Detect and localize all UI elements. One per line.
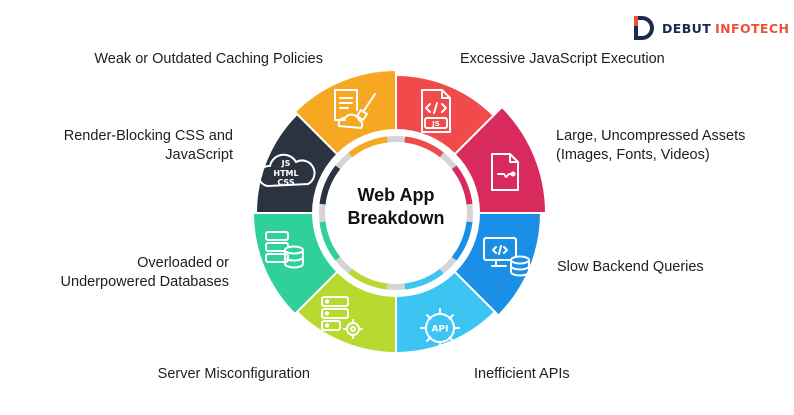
segment-server-config-accent-arc bbox=[348, 268, 388, 290]
javascript-file-icon: JS bbox=[421, 89, 451, 133]
label-slow-backend-queries: Slow Backend Queries bbox=[557, 259, 704, 275]
label-render-blocking-line2: JavaScript bbox=[165, 147, 233, 163]
segment-databases-accent-arc bbox=[319, 221, 341, 261]
monitor-database-icon bbox=[483, 237, 530, 277]
label-large-uncompressed-assets-line2: (Images, Fonts, Videos) bbox=[556, 147, 710, 163]
brand-name-part1: DEBUT bbox=[662, 20, 712, 36]
label-render-blocking-line1: Render-Blocking CSS and bbox=[63, 128, 233, 144]
center-circle-border bbox=[319, 136, 473, 290]
compressed-file-icon bbox=[491, 153, 519, 191]
svg-text:JS: JS bbox=[431, 120, 440, 128]
label-weak-caching: Weak or Outdated Caching Policies bbox=[94, 51, 323, 67]
label-overloaded-databases-line1: Overloaded or bbox=[137, 255, 229, 271]
svg-text:API: API bbox=[432, 325, 449, 335]
segment-render-blocking-accent-arc bbox=[319, 165, 341, 205]
center-accent-arcs bbox=[319, 136, 473, 290]
svg-text:CSS: CSS bbox=[277, 178, 294, 187]
svg-text:HTML: HTML bbox=[273, 169, 298, 178]
label-large-uncompressed-assets: Large, Uncompressed Assets (Images, Font… bbox=[556, 127, 745, 165]
segment-backend-queries-accent-arc bbox=[451, 221, 473, 261]
server-settings-icon bbox=[321, 296, 363, 339]
center-title-line1: Web App bbox=[357, 185, 435, 205]
segment-assets-accent-arc bbox=[451, 165, 473, 205]
svg-text:JS: JS bbox=[281, 159, 291, 168]
segment-javascript-accent-arc bbox=[404, 136, 444, 158]
js-html-css-cloud-icon: JS HTML CSS bbox=[258, 153, 316, 187]
cache-cleaning-icon bbox=[334, 89, 376, 129]
center-title: Web App Breakdown bbox=[333, 184, 459, 230]
label-overloaded-databases: Overloaded or Underpowered Databases bbox=[61, 254, 229, 292]
label-server-misconfiguration: Server Misconfiguration bbox=[157, 366, 310, 382]
brand-name-part2: INFOTECH bbox=[715, 20, 790, 36]
label-overloaded-databases-line2: Underpowered Databases bbox=[60, 274, 229, 290]
label-excessive-javascript: Excessive JavaScript Execution bbox=[460, 51, 665, 67]
center-title-line2: Breakdown bbox=[347, 208, 445, 228]
label-render-blocking: Render-Blocking CSS and JavaScript bbox=[64, 127, 233, 165]
debut-infotech-logo-icon bbox=[634, 16, 654, 40]
label-inefficient-apis: Inefficient APIs bbox=[474, 366, 570, 382]
api-gear-icon: API bbox=[420, 308, 460, 348]
segment-apis-accent-arc bbox=[404, 268, 444, 290]
segment-caching-accent-arc bbox=[348, 136, 388, 158]
label-large-uncompressed-assets-line1: Large, Uncompressed Assets bbox=[556, 128, 746, 144]
database-server-icon bbox=[265, 231, 304, 269]
